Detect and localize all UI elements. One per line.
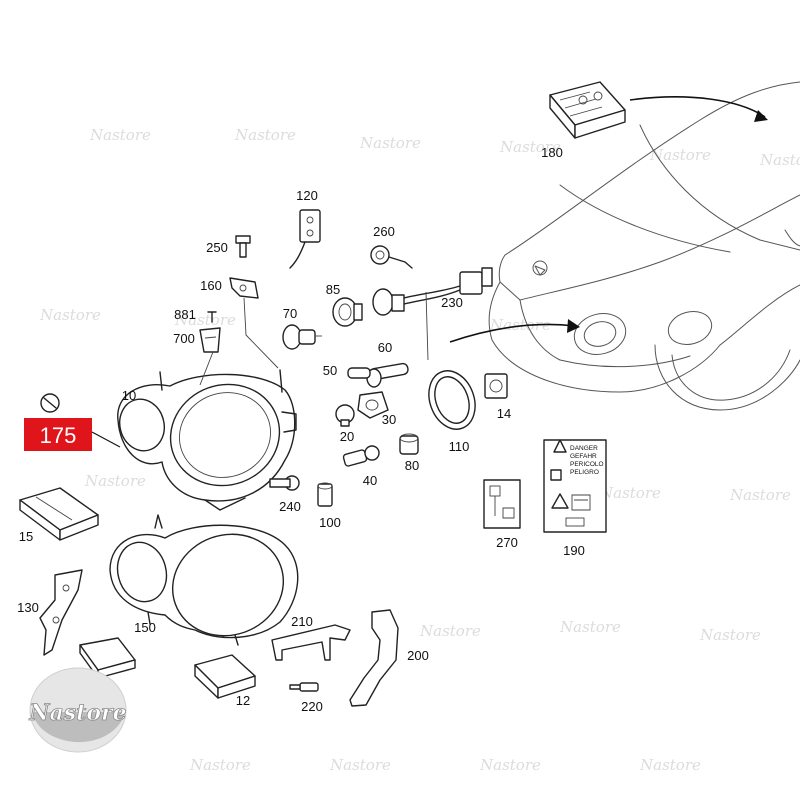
watermark-text: Nastore (84, 472, 146, 490)
highlight-175-text: 175 (40, 423, 77, 448)
callout-160: 160 (200, 278, 222, 293)
callout-260: 260 (373, 224, 395, 239)
part-20-bulb (335, 404, 355, 427)
part-881-pin (207, 311, 217, 323)
callout-250: 250 (206, 240, 228, 255)
callout-50: 50 (323, 363, 337, 378)
callout-700: 700 (173, 331, 195, 346)
callout-20: 20 (340, 429, 354, 444)
callout-190: 190 (563, 543, 585, 558)
part-80-cap (399, 433, 419, 455)
part-200-bracket (349, 609, 399, 707)
warning-line-4: PELIGRO (570, 469, 599, 476)
part-50-bulb (347, 367, 371, 379)
part-210-bracket (271, 624, 351, 661)
callout-85: 85 (326, 282, 340, 297)
watermark-text: Nastore (234, 126, 296, 144)
warning-label-text: DANGER GEFAHR PERICOLO PELIGRO (570, 445, 604, 476)
callout-labels: 180 120 260 250 160 85 230 881 70 700 60 50 10 14 30 20… (17, 145, 585, 714)
part-100-sleeve (317, 482, 333, 507)
part-150-gasket (109, 514, 299, 646)
callout-210: 210 (291, 614, 313, 629)
watermark-text: Nastore (174, 311, 236, 329)
callout-12: 12 (236, 693, 250, 708)
vehicle-outline (488, 81, 800, 411)
watermark-text: Nastore (189, 756, 251, 774)
callout-881: 881 (174, 307, 196, 322)
watermark-text: Nastore (729, 486, 791, 504)
callout-80: 80 (405, 458, 419, 473)
part-60-bulb (366, 362, 409, 388)
callout-220: 220 (301, 699, 323, 714)
callout-110: 110 (449, 439, 470, 454)
watermark-text: Nastore (479, 756, 541, 774)
warning-line-2: GEFAHR (570, 453, 597, 460)
part-30-socket (357, 391, 389, 419)
callout-30: 30 (382, 412, 396, 427)
warning-line-3: PERICOLO (570, 461, 604, 468)
watermark-text: Nastore (559, 618, 621, 636)
part-85-holder (332, 297, 363, 327)
part-15-module (19, 487, 99, 541)
part-230-harness (372, 267, 493, 361)
callout-230: 230 (441, 295, 463, 310)
watermark-text: Nastore (649, 146, 711, 164)
part-40-bulb (342, 445, 380, 467)
part-10-headlamp (117, 351, 297, 511)
watermark-text: Nastore (699, 626, 761, 644)
callout-10: 10 (122, 388, 136, 403)
callout-180: 180 (541, 145, 563, 160)
callout-130: 130 (17, 600, 39, 615)
callout-270: 270 (496, 535, 518, 550)
highlight-175: 175 (24, 418, 92, 451)
watermark-text: Nastore (39, 306, 101, 324)
part-270-label (483, 479, 521, 529)
watermark-text: Nastore (359, 134, 421, 152)
part-160-clip (229, 277, 279, 369)
watermark-text: Nastore (499, 138, 561, 156)
callout-60: 60 (378, 340, 392, 355)
part-260-socket (370, 245, 413, 269)
part-110-ring (428, 370, 476, 430)
watermark-text: Nastore (489, 316, 551, 334)
watermark-text: Nastore (599, 484, 661, 502)
part-12-module (194, 654, 256, 699)
callout-200: 200 (407, 648, 429, 663)
callout-70: 70 (283, 306, 297, 321)
part-175-wrench-icon (40, 393, 121, 448)
watermark-text: Nastore (419, 622, 481, 640)
callout-120: 120 (296, 188, 318, 203)
watermark-text: Nastore (639, 756, 701, 774)
warning-line-1: DANGER (570, 445, 598, 452)
part-13-ballast (79, 637, 136, 679)
watermark-text: Nastore (329, 756, 391, 774)
nastore-logo: Nastore (28, 667, 127, 753)
part-190-warning-label (543, 439, 607, 533)
part-180-control-unit (549, 81, 626, 139)
callout-240: 240 (279, 499, 301, 514)
callout-14: 14 (497, 406, 511, 421)
callout-100: 100 (319, 515, 341, 530)
part-250-screw (235, 235, 251, 258)
part-130-bracket (39, 569, 83, 656)
pointer-arrows (449, 96, 768, 343)
part-220-screw (289, 682, 319, 692)
watermark-text: Nastore (759, 151, 800, 169)
callout-15: 15 (19, 529, 33, 544)
nastore-logo-text: Nastore (28, 700, 126, 726)
callout-40: 40 (363, 473, 377, 488)
part-700-bracket (199, 327, 221, 353)
part-14-motor (484, 373, 508, 399)
callout-150: 150 (134, 620, 156, 635)
watermark-text: Nastore (89, 126, 151, 144)
part-70-bulb (282, 324, 322, 350)
part-240-screw (269, 475, 300, 491)
part-120-switch (289, 209, 321, 269)
